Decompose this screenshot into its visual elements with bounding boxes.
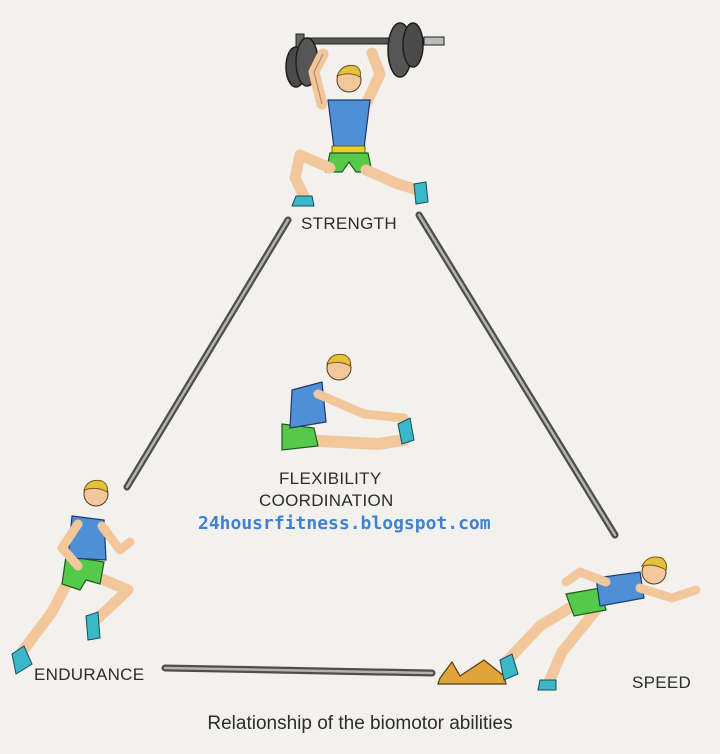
- sprinter-starting-figure-icon: [437, 556, 701, 691]
- label-endurance: ENDURANCE: [34, 665, 145, 684]
- connector-endurance-speed: [161, 664, 436, 677]
- distance-runner-figure-icon: [11, 479, 135, 675]
- label-speed: SPEED: [632, 673, 692, 692]
- label-coordination: COORDINATION: [259, 491, 394, 510]
- label-flexibility: FLEXIBILITY: [279, 469, 382, 488]
- label-strength: STRENGTH: [301, 214, 397, 233]
- watermark-text: 24housrfitness.blogspot.com: [198, 513, 491, 534]
- diagram-caption: Relationship of the biomotor abilities: [207, 713, 513, 734]
- weightlifter-figure-icon: [285, 22, 445, 207]
- seated-stretch-figure-icon: [281, 353, 415, 451]
- connector-strength-speed: [415, 211, 619, 539]
- connector-strength-endurance: [123, 216, 292, 491]
